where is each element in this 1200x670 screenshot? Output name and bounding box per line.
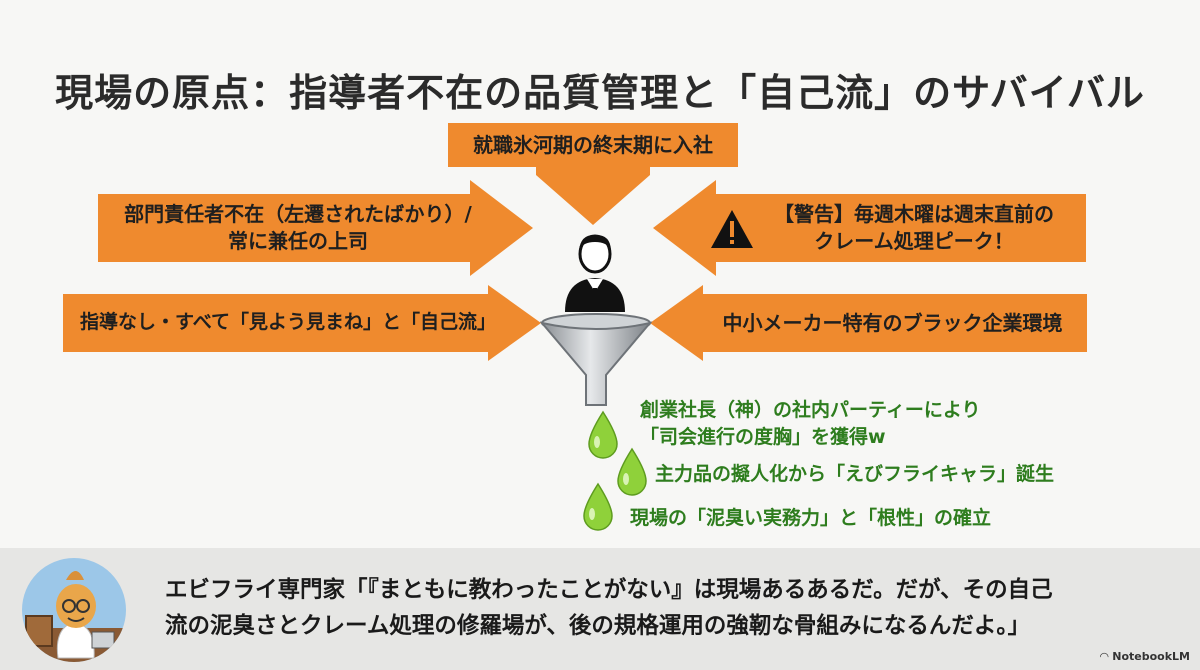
input-label-left-lower: 指導なし・すべて「見よう見まね」と「自己流」 (80, 311, 496, 334)
input-label-left-upper: 部門責任者不在（左遷されたばかり）/ 常に兼任の上司 (98, 194, 498, 262)
footer-panel (0, 548, 1200, 670)
quote-line: エビフライ専門家「『まともに教わったことがない』は現場あるあるだ。だが、その自己 (165, 577, 1053, 603)
expert-quote: エビフライ専門家「『まともに教わったことがない』は現場あるあるだ。だが、その自己… (165, 572, 1175, 645)
output-text-1: 創業社長（神）の社内パーティーにより 「司会進行の度胸」を獲得w (640, 397, 980, 450)
arrow-shape (98, 180, 533, 276)
brand-name: NotebookLM (1112, 650, 1190, 663)
arrow-shape (650, 285, 1087, 361)
label-line: 【警告】毎週木曜は週末直前の (774, 202, 1054, 226)
label-line: 常に兼任の上司 (228, 229, 368, 253)
arrow-shape (653, 180, 1086, 276)
output-text-3: 現場の「泥臭い実務力」と「根性」の確立 (630, 507, 992, 529)
arrow-shape (63, 285, 541, 361)
quote-line: 流の泥臭さとクレーム処理の修羅場が、後の規格運用の強靭な骨組みになるんだよ。」 (165, 613, 1031, 640)
droplet-icon (583, 482, 613, 531)
droplet-icon (617, 447, 647, 496)
funnel-icon (540, 313, 652, 406)
input-arrow-right-upper: 【警告】毎週木曜は週末直前の クレーム処理ピーク！ (653, 180, 1086, 276)
brand-logo-icon: ◠ (1099, 650, 1113, 663)
label-line: クレーム処理ピーク！ (814, 229, 1014, 253)
input-arrow-top: 就職氷河期の終末期に入社 (448, 123, 738, 225)
warning-icon (711, 210, 753, 248)
arrow-shape (448, 123, 738, 225)
page-title: 現場の原点：指導者不在の品質管理と「自己流」のサバイバル (55, 71, 1145, 115)
avatar (22, 558, 126, 662)
input-arrow-left-lower: 指導なし・すべて「見よう見まね」と「自己流」 (63, 285, 541, 361)
brand-watermark: ◠ NotebookLM (1100, 650, 1190, 663)
output-line: 「司会進行の度胸」を獲得w (640, 425, 886, 448)
output-text-2: 主力品の擬人化から「えびフライキャラ」誕生 (655, 463, 1055, 485)
input-arrow-left-upper: 部門責任者不在（左遷されたばかり）/ 常に兼任の上司 (98, 180, 533, 276)
shrimp-character-icon (22, 571, 126, 662)
output-line: 創業社長（神）の社内パーティーにより (640, 399, 981, 421)
input-label-top: 就職氷河期の終末期に入社 (473, 132, 713, 157)
label-line: 部門責任者不在（左遷されたばかり）/ (124, 202, 472, 226)
input-label-right-lower: 中小メーカー特有のブラック企業環境 (722, 310, 1063, 335)
droplet-icon (588, 410, 618, 459)
person-icon (565, 234, 625, 312)
input-arrow-right-lower: 中小メーカー特有のブラック企業環境 (650, 285, 1087, 361)
input-label-right-upper: 【警告】毎週木曜は週末直前の クレーム処理ピーク！ (753, 194, 1075, 262)
